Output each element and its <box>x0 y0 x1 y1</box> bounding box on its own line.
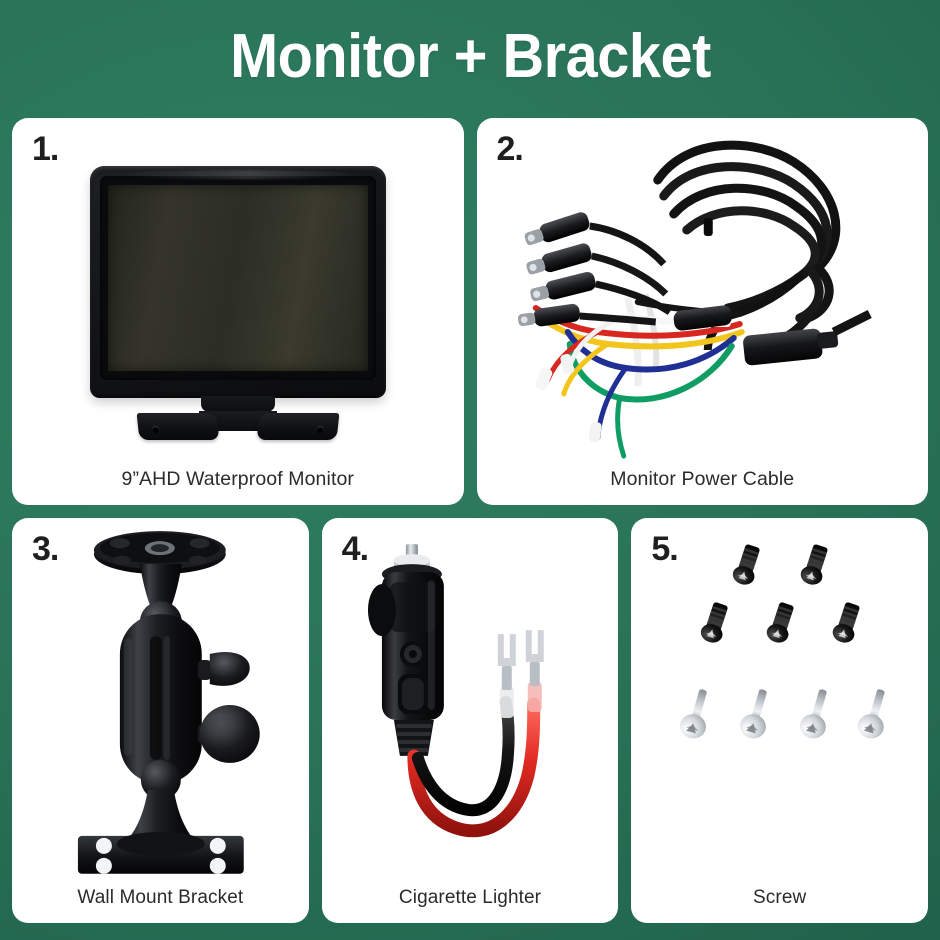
cable-inline-barrel <box>673 305 732 331</box>
bracket-arm <box>119 614 202 784</box>
page-title: Monitor + Bracket <box>229 21 711 91</box>
screw-black <box>730 542 764 588</box>
card-number-1: 1. <box>32 130 59 168</box>
cigarette-lighter-graphic <box>367 544 544 838</box>
product-card-wall-mount-bracket[interactable]: 3. <box>12 518 309 923</box>
card-number-5: 5. <box>651 530 678 568</box>
wire-yellow <box>540 317 745 350</box>
bracket-illustration <box>12 518 309 877</box>
card-caption-3: Wall Mount Bracket <box>77 887 244 908</box>
screw-black <box>764 600 798 646</box>
lighter-black-wire <box>411 696 515 817</box>
bracket-bottom-ball <box>140 759 181 800</box>
terminal-sleeve-black <box>499 686 514 718</box>
card-caption-4: Cigarette Lighter <box>398 887 542 908</box>
screw-silver <box>677 686 717 742</box>
screws-illustration <box>631 518 928 877</box>
monitor-stand-screw-hole <box>151 426 160 433</box>
product-card-cigarette-lighter[interactable]: 4. <box>321 518 619 923</box>
screw-silver <box>797 686 837 742</box>
screw-silver <box>737 686 777 742</box>
monitor-illustration <box>12 118 464 459</box>
lighter-strain-relief <box>393 719 434 756</box>
screws-graphic <box>677 542 895 742</box>
monitor-graphic <box>89 166 386 441</box>
cable-junction-box <box>742 328 838 366</box>
card-caption-5: Screw <box>753 887 807 908</box>
poster-header: Monitor + Bracket <box>0 0 940 112</box>
power-cable-illustration <box>477 118 929 459</box>
monitor-inner-bezel <box>99 176 376 380</box>
bracket-upper-lever <box>197 652 250 686</box>
product-card-screw[interactable]: 5. <box>631 518 929 923</box>
wire-terminals <box>534 353 602 443</box>
product-grid-row-1: 1. <box>12 118 928 505</box>
cable-connectors <box>517 212 672 327</box>
screw-silver <box>855 686 895 742</box>
monitor-stand-neck <box>200 396 275 412</box>
lighter-body <box>367 572 444 720</box>
monitor-glare <box>113 170 363 179</box>
card-number-3: 3. <box>32 530 59 568</box>
monitor-bezel <box>89 166 386 398</box>
spade-terminal-black <box>497 634 516 691</box>
product-card-power-cable[interactable]: 2. <box>476 118 929 505</box>
card-caption-2: Monitor Power Cable <box>610 468 795 490</box>
bracket-top-plate <box>93 531 226 575</box>
cigarette-lighter-illustration <box>322 518 619 877</box>
spade-terminal-red <box>525 630 544 687</box>
terminal-sleeve-red <box>527 682 542 712</box>
power-cable-graphic <box>517 140 872 459</box>
monitor-screen <box>107 185 368 371</box>
product-grid-row-2: 3. <box>12 518 929 923</box>
lighter-red-wire <box>407 697 540 838</box>
monitor-stand-wing-right <box>256 413 340 440</box>
product-card-monitor[interactable]: 1. <box>12 118 464 505</box>
card-number-2: 2. <box>496 130 524 168</box>
card-number-4: 4. <box>341 530 369 568</box>
card-caption-1: 9”AHD Waterproof Monitor <box>121 468 354 490</box>
cable-tie <box>703 218 713 236</box>
bracket-top-stem <box>139 564 182 611</box>
product-grid: 1. <box>12 118 929 923</box>
monitor-stand-screw-hole <box>316 426 324 433</box>
monitor-stand-wing-left <box>136 413 220 440</box>
bracket-bottom-stem <box>123 789 198 844</box>
bracket-lower-knob <box>197 704 260 763</box>
screw-black <box>798 542 832 588</box>
wall-mount-bracket-graphic <box>77 531 260 874</box>
screw-black <box>698 600 733 646</box>
screw-black <box>830 600 864 646</box>
monitor-stand-base <box>136 411 340 441</box>
bracket-base-plate <box>77 831 244 874</box>
